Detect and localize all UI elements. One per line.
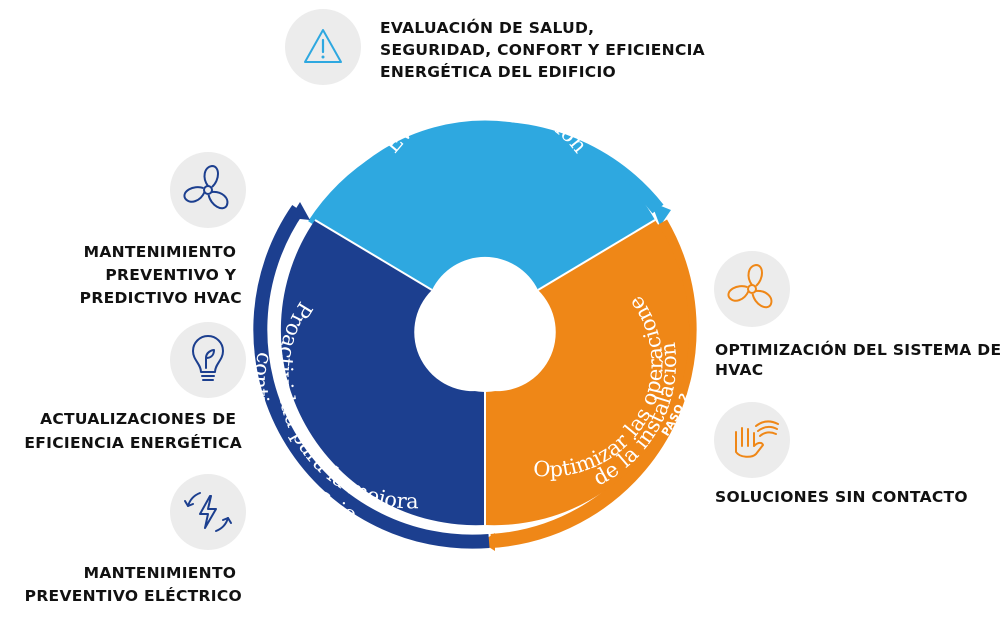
label-sin-contacto: SOLUCIONES SIN CONTACTO <box>715 488 968 506</box>
separator <box>314 219 433 291</box>
label-optimizacion-hvac: OPTIMIZACIÓN DEL SISTEMA DE HVAC <box>715 340 1000 379</box>
label-mantenimiento-hvac-line2: PREVENTIVO Y <box>105 266 236 284</box>
label-actualizaciones-line2: EFICIENCIA ENERGÉTICA <box>24 433 242 452</box>
segment-proactividad <box>280 220 485 526</box>
label-mantenimiento-hvac: MANTENIMIENTO PREVENTIVO Y PREDICTIVO HV… <box>80 243 242 307</box>
label-evaluacion: EVALUACIÓN DE SALUD, SEGURIDAD, CONFORT … <box>380 18 711 81</box>
label-mantenimiento-electrico: MANTENIMIENTO PREVENTIVO ELÉCTRICO <box>25 564 242 605</box>
fan-icon <box>714 251 790 327</box>
segment-optimizar <box>485 220 690 526</box>
step-arc-paso2 <box>490 219 697 548</box>
label-optimizacion-hvac-line1: OPTIMIZACIÓN DEL SISTEMA DE <box>715 340 1000 359</box>
label-mantenimiento-hvac-line3: PREDICTIVO HVAC <box>80 289 242 307</box>
separator <box>537 219 656 291</box>
label-optimizacion-hvac-line2: HVAC <box>715 361 764 379</box>
label-mantenimiento-electrico-line2: PREVENTIVO ELÉCTRICO <box>25 586 242 605</box>
segment-evaluar <box>315 120 655 290</box>
step-arc-paso3 <box>253 205 490 549</box>
label-actualizaciones-line1: ACTUALIZACIONES DE <box>40 410 236 428</box>
lightning-cycle-icon <box>170 474 246 550</box>
lightbulb-icon <box>170 322 246 398</box>
touchless-hand-icon <box>714 402 790 478</box>
warning-icon <box>285 9 361 85</box>
step-arrow-paso3 <box>290 202 310 220</box>
label-mantenimiento-hvac-line1: MANTENIMIENTO <box>84 243 237 261</box>
label-evaluacion-line2: SEGURIDAD, CONFORT Y EFICIENCIA <box>380 41 705 59</box>
label-evaluacion-line1: EVALUACIÓN DE SALUD, <box>380 18 594 37</box>
fan-icon <box>170 152 246 228</box>
label-evaluacion-line3: ENERGÉTICA DEL EDIFICIO <box>380 62 616 81</box>
svg-text:PASO 1: PASO 1 <box>463 101 512 115</box>
paso1-label: PASO 1 <box>463 101 512 115</box>
center-hole <box>423 268 547 392</box>
label-mantenimiento-electrico-line1: MANTENIMIENTO <box>84 564 237 582</box>
label-sin-contacto-line1: SOLUCIONES SIN CONTACTO <box>715 488 968 506</box>
label-actualizaciones: ACTUALIZACIONES DE EFICIENCIA ENERGÉTICA <box>24 410 242 452</box>
step-arrow-paso1 <box>651 202 671 226</box>
